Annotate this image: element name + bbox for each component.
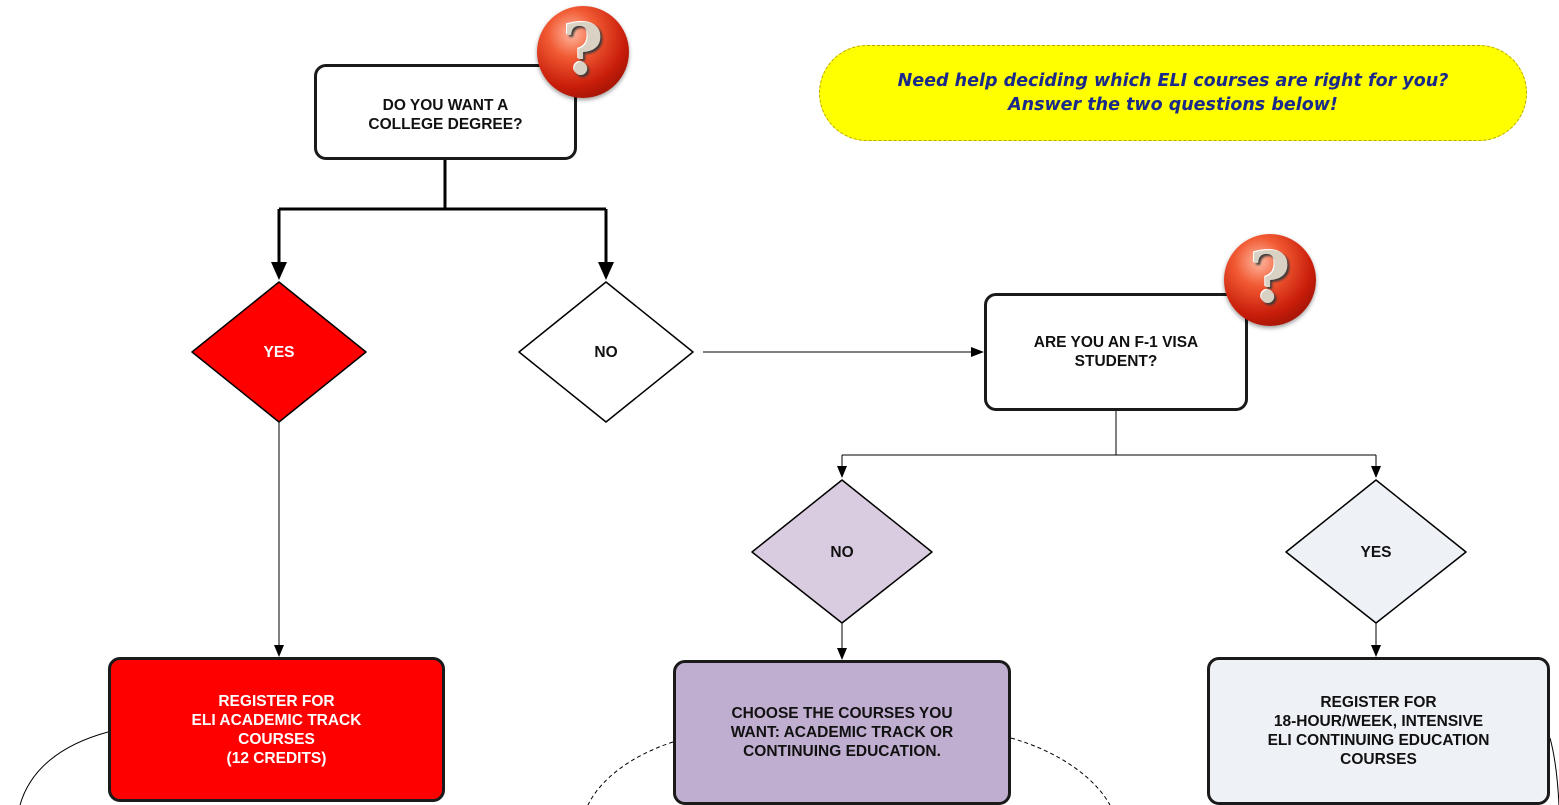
diamond-q1-no-label: NO [594,344,617,361]
diamond-q2-no-label: NO [830,544,853,561]
question-f1-visa-box: ARE YOU AN F-1 VISA STUDENT? [984,293,1248,411]
arrowhead-q1-yes [271,262,287,280]
diamond-q2-no [751,479,933,624]
decorative-curve-right [1549,737,1559,805]
arrowhead-q2 [971,347,984,357]
question-college-degree-box: DO YOU WANT A COLLEGE DEGREE? [314,64,577,160]
decorative-dashed-curve-right [1010,737,1111,805]
help-callout: Need help deciding which ELI courses are… [819,45,1527,141]
diamond-q2-yes [1285,479,1467,624]
decorative-curve-left [19,731,109,805]
result-choose-courses-box: CHOOSE THE COURSES YOU WANT: ACADEMIC TR… [673,660,1011,805]
arrowhead-choose [837,648,847,660]
arrowhead-q2-no [837,466,847,478]
arrowhead-intensive [1371,645,1381,657]
result-academic-track-box: REGISTER FOR ELI ACADEMIC TRACK COURSES … [108,657,445,802]
diamond-q1-yes-label: YES [263,344,294,361]
decorative-dashed-curve-left [587,741,674,805]
question-mark-icon: ? [537,6,629,98]
arrowhead-q1-no [598,262,614,280]
diamond-q1-yes [191,281,367,423]
result-intensive-courses-box: REGISTER FOR 18-HOUR/WEEK, INTENSIVE ELI… [1207,657,1550,805]
diamond-q1-no [518,281,694,423]
diamond-q2-yes-label: YES [1360,544,1391,561]
arrowhead-q2-yes [1371,466,1381,478]
question-mark-icon: ? [1224,234,1316,326]
arrowhead-academic [274,645,284,657]
